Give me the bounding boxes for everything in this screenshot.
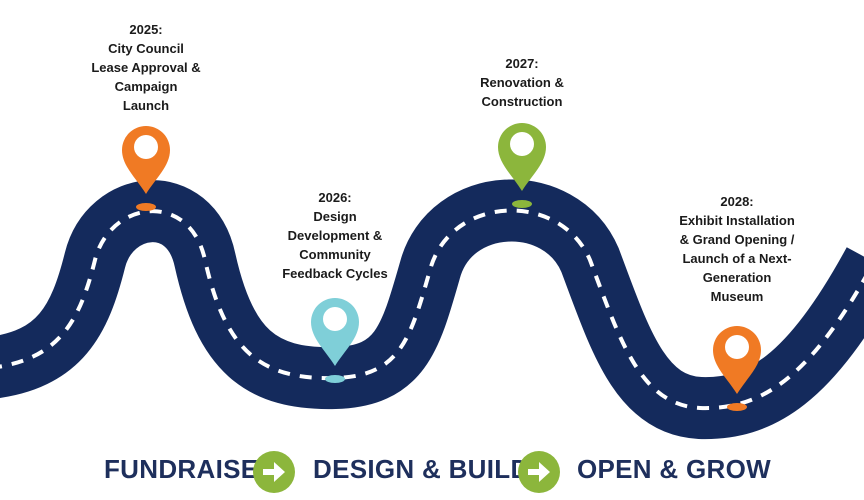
road-surface xyxy=(0,179,864,440)
pin-shadow xyxy=(512,200,532,208)
milestone-line: Design xyxy=(313,209,357,224)
milestone-year: 2026: xyxy=(318,190,352,205)
milestone-2026: 2026: Design Development & Community Fee… xyxy=(255,188,415,283)
pin-hole xyxy=(323,307,347,331)
milestone-line: Exhibit Installation xyxy=(679,213,795,228)
milestone-2027: 2027: Renovation & Construction xyxy=(442,54,602,111)
pin-hole xyxy=(134,135,158,159)
pin-body xyxy=(498,123,546,191)
milestone-line: Campaign xyxy=(114,79,178,94)
milestone-line: Museum xyxy=(710,289,764,304)
pin-hole xyxy=(510,132,534,156)
pin-shadow xyxy=(136,203,156,211)
milestone-line: Renovation & xyxy=(480,75,564,90)
milestone-line: & Grand Opening / xyxy=(679,232,795,247)
pin-shadow xyxy=(727,403,747,411)
milestone-year: 2028: xyxy=(720,194,754,209)
map-pin-icon xyxy=(713,326,761,411)
milestone-line: Launch xyxy=(122,98,170,113)
map-pin-icon xyxy=(122,126,170,211)
pin-hole xyxy=(725,335,749,359)
arrow-right-circle-icon xyxy=(253,451,295,493)
milestone-line: Feedback Cycles xyxy=(282,266,388,281)
milestone-line: Lease Approval & xyxy=(91,60,201,75)
milestone-2028: 2028: Exhibit Installation & Grand Openi… xyxy=(652,192,822,306)
milestone-line: City Council xyxy=(108,41,184,56)
milestone-year: 2025: xyxy=(129,22,163,37)
pin-shadow xyxy=(325,375,345,383)
milestone-year: 2027: xyxy=(505,56,539,71)
milestone-line: Generation xyxy=(702,270,772,285)
phase-open-grow: OPEN & GROW xyxy=(577,454,771,484)
milestone-2025: 2025: City Council Lease Approval & Camp… xyxy=(66,20,226,115)
map-pin-icon xyxy=(498,123,546,208)
milestone-line: Construction xyxy=(481,94,563,109)
pin-body xyxy=(122,126,170,194)
map-pin-icon xyxy=(311,298,359,383)
phase-design-build: DESIGN & BUILD xyxy=(313,454,530,484)
arrow-right-circle-icon xyxy=(518,451,560,493)
phase-bar: FUNDRAISE DESIGN & BUILD OPEN & GROW xyxy=(0,450,864,496)
pin-body xyxy=(713,326,761,394)
phase-fundraise: FUNDRAISE xyxy=(104,454,259,484)
pin-body xyxy=(311,298,359,366)
milestone-line: Launch of a Next- xyxy=(682,251,792,266)
milestone-line: Community xyxy=(299,247,371,262)
milestone-line: Development & xyxy=(287,228,383,243)
